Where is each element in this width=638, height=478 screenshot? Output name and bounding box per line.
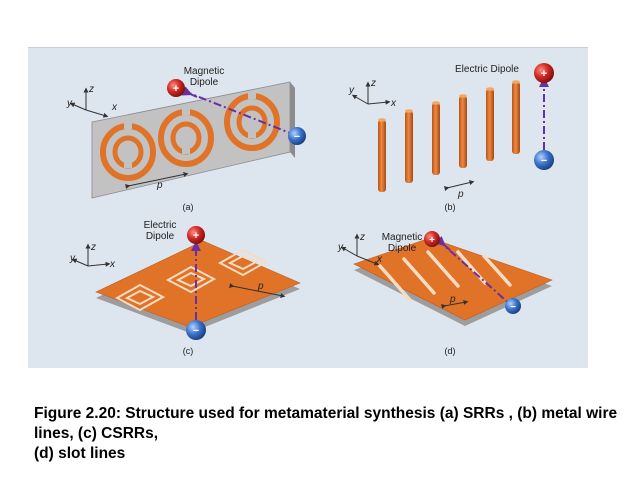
charge-negative-a: − <box>288 127 306 145</box>
panel-b-wires <box>351 77 549 192</box>
axis-a-x: x <box>111 102 118 113</box>
svg-text:+: + <box>173 83 179 95</box>
panel-c-csrr <box>71 240 301 333</box>
period-label-a: p <box>156 180 163 191</box>
charge-negative-d: − <box>505 298 521 314</box>
figure-caption: Figure 2.20: Structure used for metamate… <box>34 404 624 464</box>
axis-d-z: z <box>359 232 365 243</box>
svg-text:+: + <box>193 230 199 242</box>
panel-a-srr <box>69 81 295 199</box>
magnetic-dipole-line-a <box>183 90 291 134</box>
axis-a-z: z <box>88 84 94 95</box>
svg-text:−: − <box>541 155 547 167</box>
axis-d-y: y <box>337 242 344 253</box>
period-arrow-c <box>229 283 286 298</box>
panel-label-a: (a) <box>183 202 194 212</box>
csrr-slot-1 <box>114 283 166 312</box>
label-d-dipole-1: Magnetic <box>382 232 423 243</box>
svg-text:−: − <box>510 302 516 313</box>
wire-array <box>378 80 520 192</box>
period-label-b: p <box>457 189 464 200</box>
period-label-c: p <box>257 281 264 292</box>
label-a-dipole-2: Dipole <box>190 77 219 88</box>
axis-c-y: y <box>69 253 76 264</box>
axis-b-y: y <box>348 85 355 96</box>
csrr-slot-2 <box>165 265 217 294</box>
axis-a-y: y <box>66 98 73 109</box>
svg-text:+: + <box>541 68 547 80</box>
srr-ring-3 <box>224 92 280 151</box>
period-label-d: p <box>449 294 456 305</box>
axis-b-z: z <box>370 78 376 89</box>
svg-text:−: − <box>294 131 300 143</box>
charge-negative-b: − <box>534 150 554 170</box>
srr-ring-2 <box>158 108 214 167</box>
figure-background <box>28 48 588 368</box>
top-rule <box>28 47 588 48</box>
axis-c-z: z <box>90 242 96 253</box>
axis-d-x: x <box>376 254 383 265</box>
panel-label-b: (b) <box>445 202 456 212</box>
charge-positive-d: + <box>424 231 440 247</box>
period-arrow-b <box>443 180 475 192</box>
caption-line-3: (d) slot lines <box>34 445 126 462</box>
charge-positive-c: + <box>187 226 205 244</box>
axis-c-x: x <box>109 259 116 270</box>
panel-d-slots <box>340 233 553 326</box>
label-c-dipole-1: Electric <box>144 220 177 231</box>
period-arrow-a <box>125 172 189 189</box>
caption-line-2: lines, (c) CSRRs, <box>34 425 159 442</box>
axis-b-x: x <box>390 98 397 109</box>
label-d-dipole-2: Dipole <box>388 243 417 254</box>
label-c-dipole-2: Dipole <box>146 231 175 242</box>
charge-positive-a: + <box>167 79 185 97</box>
svg-text:+: + <box>429 235 435 246</box>
svg-text:−: − <box>193 325 199 337</box>
axes-a <box>69 87 109 118</box>
csrr-slot-3 <box>217 248 269 277</box>
axes-c <box>71 243 111 267</box>
label-b-dipole: Electric Dipole <box>455 64 519 75</box>
slot-lines <box>378 250 512 302</box>
magnetic-dipole-line-d <box>437 239 513 307</box>
period-arrow-d <box>441 299 469 309</box>
label-a-dipole-1: Magnetic <box>184 66 225 77</box>
axes-b <box>351 81 391 105</box>
panel-label-d: (d) <box>445 346 456 356</box>
charge-positive-b: + <box>534 63 554 83</box>
axes-d <box>340 233 380 266</box>
caption-line-1: Figure 2.20: Structure used for metamate… <box>34 405 618 422</box>
charge-negative-c: − <box>186 320 206 340</box>
panel-label-c: (c) <box>183 346 194 356</box>
